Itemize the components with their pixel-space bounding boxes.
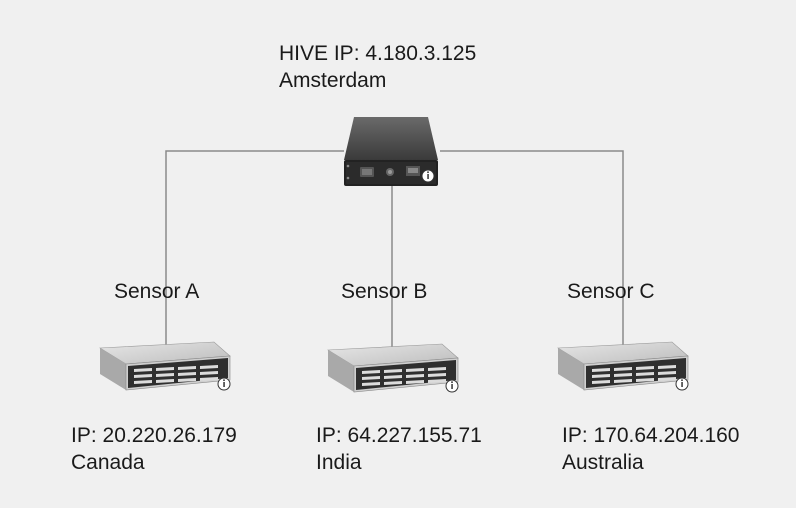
sensor-b-label: IP: 64.227.155.71 India: [316, 422, 482, 476]
sensor-a-location: Canada: [71, 451, 145, 474]
sensor-a-label: IP: 20.220.26.179 Canada: [71, 422, 237, 476]
sensor-c-name: Sensor C: [567, 280, 655, 303]
hive-ip: HIVE IP: 4.180.3.125: [279, 42, 477, 65]
link-hive-sensor-c: [440, 150, 624, 345]
sensor-a-name: Sensor A: [114, 280, 200, 303]
sensor-c-label: IP: 170.64.204.160 Australia: [562, 422, 740, 476]
sensor-a-ip: IP: 20.220.26.179: [71, 424, 237, 447]
sensor-a-server-icon[interactable]: [96, 340, 234, 394]
sensor-b-server-icon[interactable]: [324, 342, 462, 396]
sensor-c-location: Australia: [562, 451, 644, 474]
sensor-c-server-icon[interactable]: [554, 340, 692, 394]
hive-location: Amsterdam: [279, 69, 387, 92]
sensor-b-ip: IP: 64.227.155.71: [316, 424, 482, 447]
sensor-b-name: Sensor B: [341, 280, 428, 303]
hive-label: HIVE IP: 4.180.3.125 Amsterdam: [279, 40, 476, 94]
sensor-b-location: India: [316, 451, 362, 474]
sensor-c-ip: IP: 170.64.204.160: [562, 424, 740, 447]
gateway-appliance-icon[interactable]: [340, 114, 444, 188]
hive-info-icon[interactable]: [421, 169, 435, 183]
link-hive-sensor-a: [165, 150, 344, 345]
